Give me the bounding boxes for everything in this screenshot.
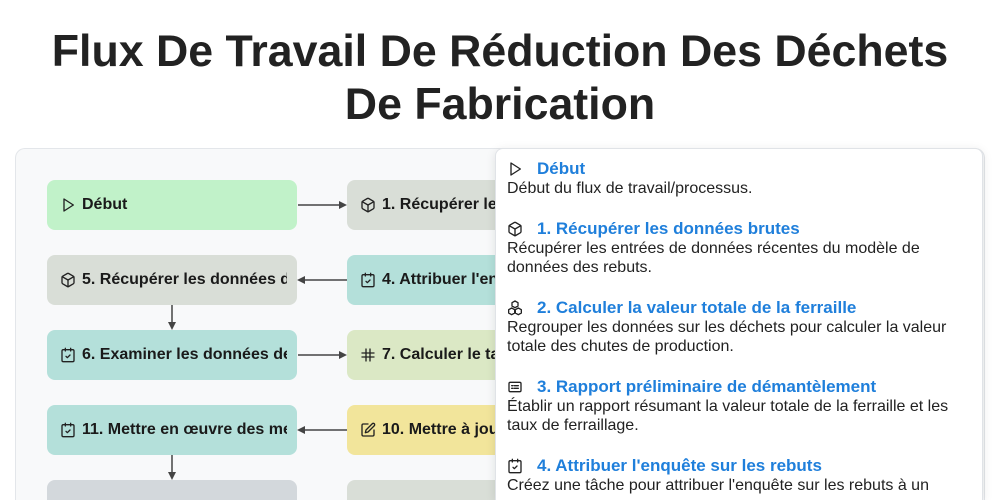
- detail-description: Récupérer les entrées de données récente…: [507, 239, 920, 277]
- detail-item-header: 1. Récupérer les données brutes: [507, 219, 972, 239]
- detail-item-header: Début: [507, 159, 972, 179]
- cube-icon: [360, 197, 376, 213]
- edit-icon: [360, 422, 376, 438]
- detail-title-link[interactable]: Début: [537, 159, 586, 178]
- arrow-step-4-to-step-5: [297, 276, 347, 284]
- node-label: 5. Récupérer les données d: [82, 271, 287, 288]
- node-bottom-left[interactable]: [47, 480, 297, 500]
- arrow-step-6-to-step-7: [298, 351, 347, 359]
- arrow-step-11-down: [168, 455, 176, 480]
- node-step-6[interactable]: 6. Examiner les données de: [47, 330, 297, 380]
- detail-item: Début Début du flux de travail/processus…: [507, 159, 972, 199]
- node-label: 1. Récupérer le: [382, 196, 497, 213]
- detail-title-link[interactable]: 4. Attribuer l'enquête sur les rebuts: [537, 455, 822, 475]
- node-step-11[interactable]: 11. Mettre en œuvre des me: [47, 405, 297, 455]
- node-label: 11. Mettre en œuvre des me: [82, 421, 287, 438]
- cube-icon: [60, 272, 76, 288]
- node-label: 4. Attribuer l'en: [382, 271, 499, 288]
- detail-title-link[interactable]: 1. Récupérer les données brutes: [537, 218, 800, 238]
- calendar-check-icon: [60, 347, 76, 363]
- play-icon: [507, 161, 523, 177]
- detail-description: Créez une tâche pour attribuer l'enquête…: [507, 476, 929, 494]
- detail-item: 1. Récupérer les données brutes Récupére…: [507, 219, 972, 278]
- arrow-debut-to-step-1: [298, 201, 347, 209]
- calendar-check-icon: [360, 272, 376, 288]
- node-label: 7. Calculer le ta: [382, 346, 500, 363]
- arrow-step-5-to-step-6: [168, 305, 176, 330]
- detail-title-link[interactable]: 2. Calculer la valeur totale de la ferra…: [537, 297, 857, 317]
- detail-title-link[interactable]: 3. Rapport préliminaire de démantèlement: [537, 376, 877, 396]
- detail-item-header: 3. Rapport préliminaire de démantèlement: [507, 377, 972, 397]
- detail-item: 4. Attribuer l'enquête sur les rebuts Cr…: [507, 456, 972, 496]
- node-label: Début: [82, 196, 128, 213]
- step-details-panel: Début Début du flux de travail/processus…: [495, 148, 983, 500]
- hash-icon: [360, 347, 376, 363]
- play-icon: [60, 197, 76, 213]
- cube-icon: [507, 221, 523, 237]
- detail-description: Regrouper les données sur les déchets po…: [507, 318, 947, 356]
- detail-description: Début du flux de travail/processus.: [507, 180, 753, 197]
- cubes-icon: [507, 299, 523, 316]
- calendar-check-icon: [60, 422, 76, 438]
- node-label: 6. Examiner les données de: [82, 346, 287, 363]
- calendar-check-icon: [507, 458, 523, 474]
- page-title: Flux De Travail De Réduction Des Déchets…: [51, 27, 949, 129]
- list-icon: [507, 379, 523, 395]
- detail-item-header: 4. Attribuer l'enquête sur les rebuts: [507, 456, 972, 476]
- detail-item: 3. Rapport préliminaire de démantèlement…: [507, 377, 972, 436]
- node-debut[interactable]: Début: [47, 180, 297, 230]
- detail-description: Établir un rapport résumant la valeur to…: [507, 397, 949, 435]
- node-label: 10. Mettre à jou: [382, 421, 499, 438]
- detail-item-header: 2. Calculer la valeur totale de la ferra…: [507, 298, 972, 318]
- detail-item: 2. Calculer la valeur totale de la ferra…: [507, 298, 972, 357]
- arrow-step-10-to-step-11: [297, 426, 347, 434]
- node-step-5[interactable]: 5. Récupérer les données d: [47, 255, 297, 305]
